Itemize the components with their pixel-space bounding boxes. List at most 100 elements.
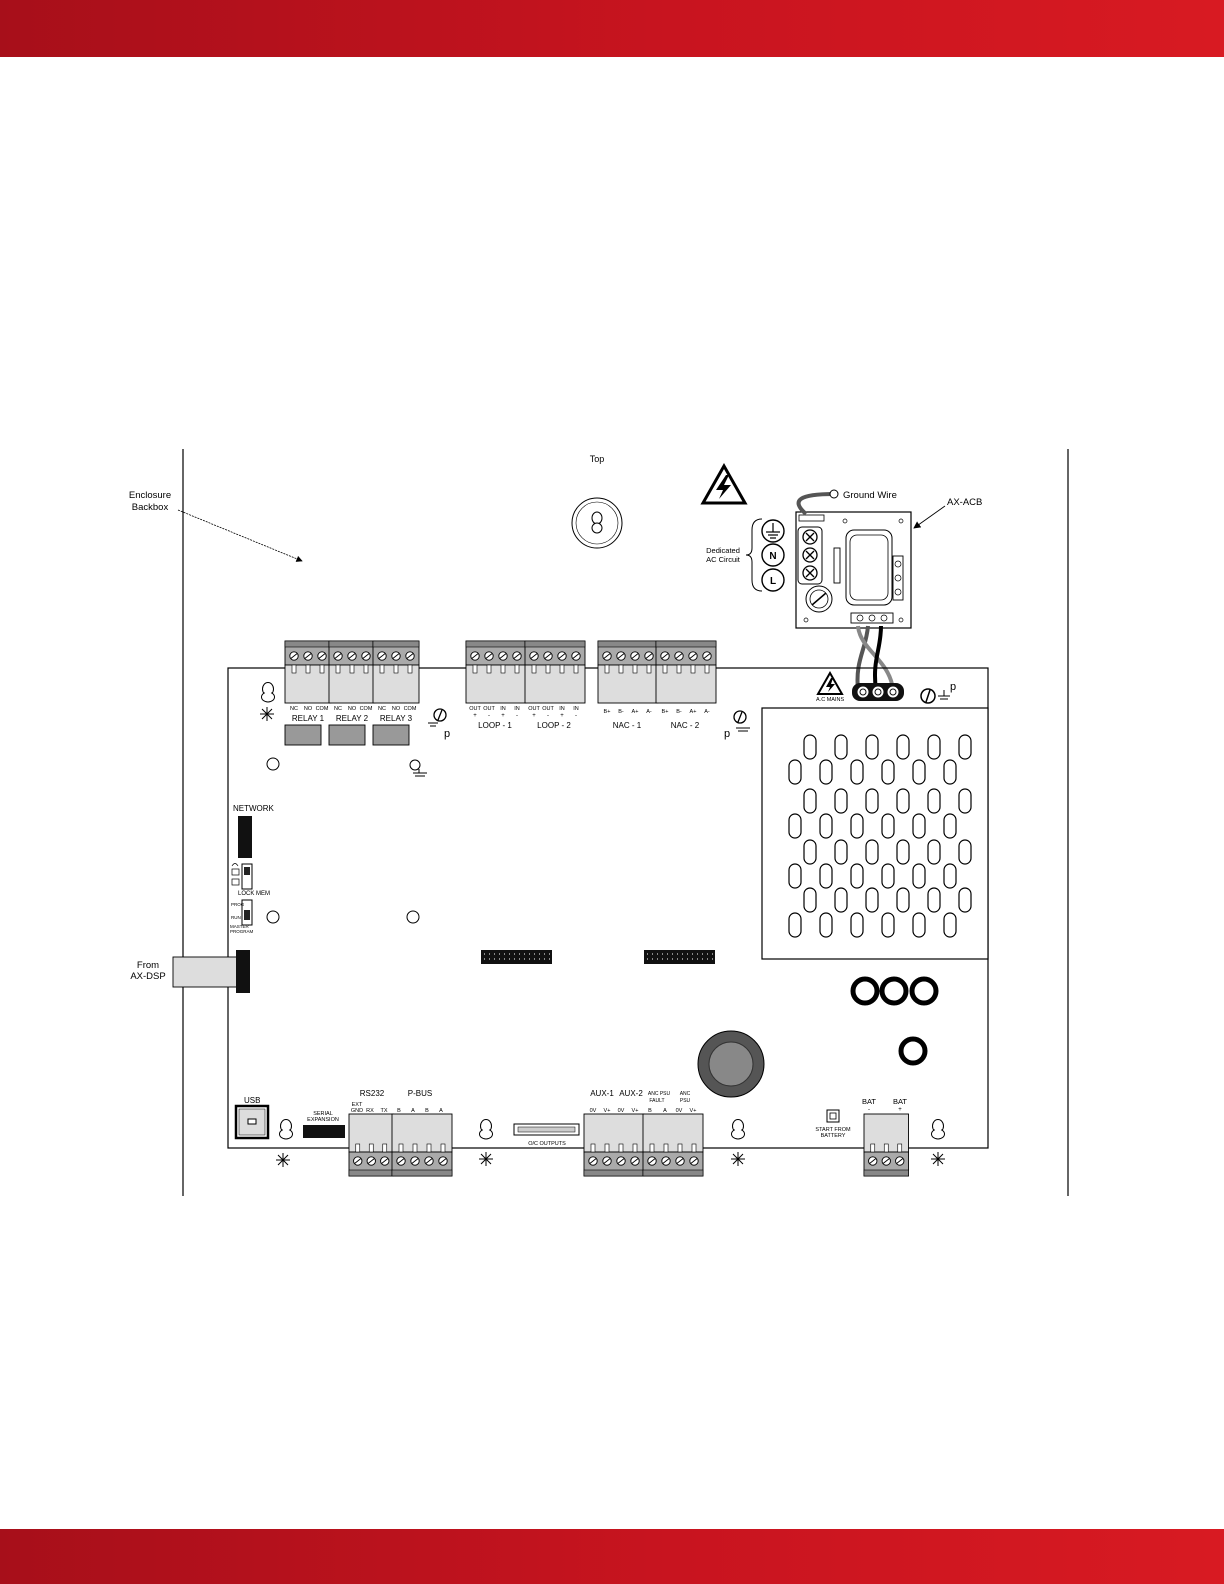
bat-pin-label: - bbox=[868, 1107, 870, 1113]
aux1-label: AUX-1 bbox=[590, 1089, 614, 1098]
vent-slot bbox=[927, 734, 941, 760]
vent-slot bbox=[912, 813, 926, 839]
loop-pin-sign: + bbox=[560, 713, 564, 719]
dsp-ribbon-cable bbox=[172, 956, 249, 988]
network-connector bbox=[238, 816, 252, 858]
jumper-lock-mem bbox=[231, 863, 253, 890]
relay-label: RELAY 3 bbox=[380, 714, 413, 723]
aux-pin-label: 0V bbox=[590, 1108, 597, 1114]
enclosure-label-2: Backbox bbox=[132, 502, 169, 513]
anc-terminal-block bbox=[642, 1113, 704, 1177]
psu-vents bbox=[788, 734, 972, 938]
top-label: Top bbox=[590, 454, 605, 464]
loop-pin-label: IN bbox=[514, 706, 520, 712]
earth-p-label-1: p bbox=[444, 728, 450, 740]
screw-star-icon bbox=[259, 706, 275, 722]
ground-symbol-icon bbox=[409, 759, 427, 777]
vent-slot bbox=[881, 912, 895, 938]
relay-terminal-block bbox=[284, 640, 332, 704]
loop-pin-label: OUT bbox=[483, 706, 495, 712]
relay-pin-label: NO bbox=[392, 706, 401, 712]
anc-pin-label: PSU bbox=[680, 1098, 691, 1104]
line-label: L bbox=[770, 576, 776, 587]
oc-outputs-label: O/C OUTPUTS bbox=[528, 1141, 566, 1147]
earth-p-label-2: p bbox=[724, 728, 730, 740]
relay-pin-label: NO bbox=[348, 706, 357, 712]
serial-label: SERIAL bbox=[313, 1111, 333, 1117]
aux2-label: AUX-2 bbox=[619, 1089, 643, 1098]
dedicated-label-1: Dedicated bbox=[706, 546, 740, 555]
ax-acb-label: AX-ACB bbox=[947, 497, 982, 508]
vent-slot bbox=[927, 887, 941, 913]
loop-pin-label: OUT bbox=[469, 706, 481, 712]
bat-plus-label: BAT bbox=[893, 1097, 907, 1106]
keyhole-icon bbox=[261, 682, 275, 703]
vent-slot bbox=[927, 839, 941, 865]
loop-pin-label: IN bbox=[573, 706, 579, 712]
nac-pin-label: A+ bbox=[632, 709, 639, 715]
jumper-prog-run bbox=[241, 899, 253, 926]
usb-port[interactable] bbox=[234, 1104, 270, 1140]
neutral-terminal-icon bbox=[761, 543, 785, 567]
start-from-label: START FROM bbox=[815, 1127, 851, 1133]
vent-slot bbox=[850, 912, 864, 938]
battery-label: BATTERY bbox=[821, 1133, 846, 1139]
vent-slot bbox=[943, 863, 957, 889]
earth-p-label-3: p bbox=[950, 681, 956, 693]
loop-pin-sign: + bbox=[501, 713, 505, 719]
nac-pin-label: B+ bbox=[662, 709, 669, 715]
vent-slot bbox=[819, 912, 833, 938]
loop-terminal-block bbox=[524, 640, 586, 704]
run-label: RUN bbox=[231, 915, 241, 920]
master-label: MASTER bbox=[230, 924, 250, 929]
vent-slot bbox=[788, 863, 802, 889]
bat-minus-label: BAT bbox=[862, 1097, 876, 1106]
ax-acb-arrow bbox=[913, 505, 946, 529]
rs232-pin-label: GND bbox=[351, 1108, 363, 1114]
vent-slot bbox=[958, 734, 972, 760]
nac-pin-label: B- bbox=[676, 709, 682, 715]
relay-pin-label: COM bbox=[404, 706, 417, 712]
neutral-label: N bbox=[769, 551, 776, 562]
vent-slot bbox=[881, 813, 895, 839]
relay-pin-label: NC bbox=[334, 706, 342, 712]
loop-pin-sign: - bbox=[547, 713, 549, 719]
capacitor-holes bbox=[850, 976, 939, 1066]
footer-band bbox=[0, 1529, 1224, 1584]
vent-slot bbox=[958, 788, 972, 814]
vent-slot bbox=[943, 813, 957, 839]
pbus-label: P-BUS bbox=[408, 1089, 432, 1098]
vent-slot bbox=[927, 788, 941, 814]
relay-2-body bbox=[328, 724, 366, 746]
loop-pin-sign: - bbox=[488, 713, 490, 719]
vent-slot bbox=[834, 734, 848, 760]
relay-pin-label: NC bbox=[290, 706, 298, 712]
nac-pin-label: A+ bbox=[690, 709, 697, 715]
mounting-hole bbox=[266, 910, 280, 924]
ac-mains-warning-icon bbox=[816, 670, 844, 695]
mains-cable-1 bbox=[855, 625, 870, 691]
mains-cable-3 bbox=[873, 625, 883, 691]
loop-pin-label: OUT bbox=[528, 706, 540, 712]
pbus-pin-label: B bbox=[425, 1108, 429, 1114]
earth-screw-icon bbox=[920, 688, 950, 704]
keyhole-icon bbox=[279, 1119, 293, 1140]
vent-slot bbox=[896, 734, 910, 760]
nac-label: NAC - 2 bbox=[671, 721, 700, 730]
vent-slot bbox=[819, 813, 833, 839]
rs232-label: RS232 bbox=[360, 1089, 385, 1098]
mounting-hole bbox=[266, 757, 280, 771]
pbus-pin-label: A bbox=[411, 1108, 415, 1114]
rs232-pin-label: TX bbox=[380, 1108, 387, 1114]
nac-pin-label: B- bbox=[618, 709, 624, 715]
loop-terminal-block bbox=[465, 640, 527, 704]
anc-pin-label: ANC bbox=[680, 1091, 691, 1097]
vent-slot bbox=[788, 813, 802, 839]
screw-star-icon bbox=[275, 1152, 291, 1168]
vent-slot bbox=[865, 887, 879, 913]
aux-pin-label: 0V bbox=[618, 1108, 625, 1114]
vent-slot bbox=[834, 839, 848, 865]
vent-slot bbox=[803, 887, 817, 913]
anc-pin-label: FAULT bbox=[649, 1098, 664, 1104]
